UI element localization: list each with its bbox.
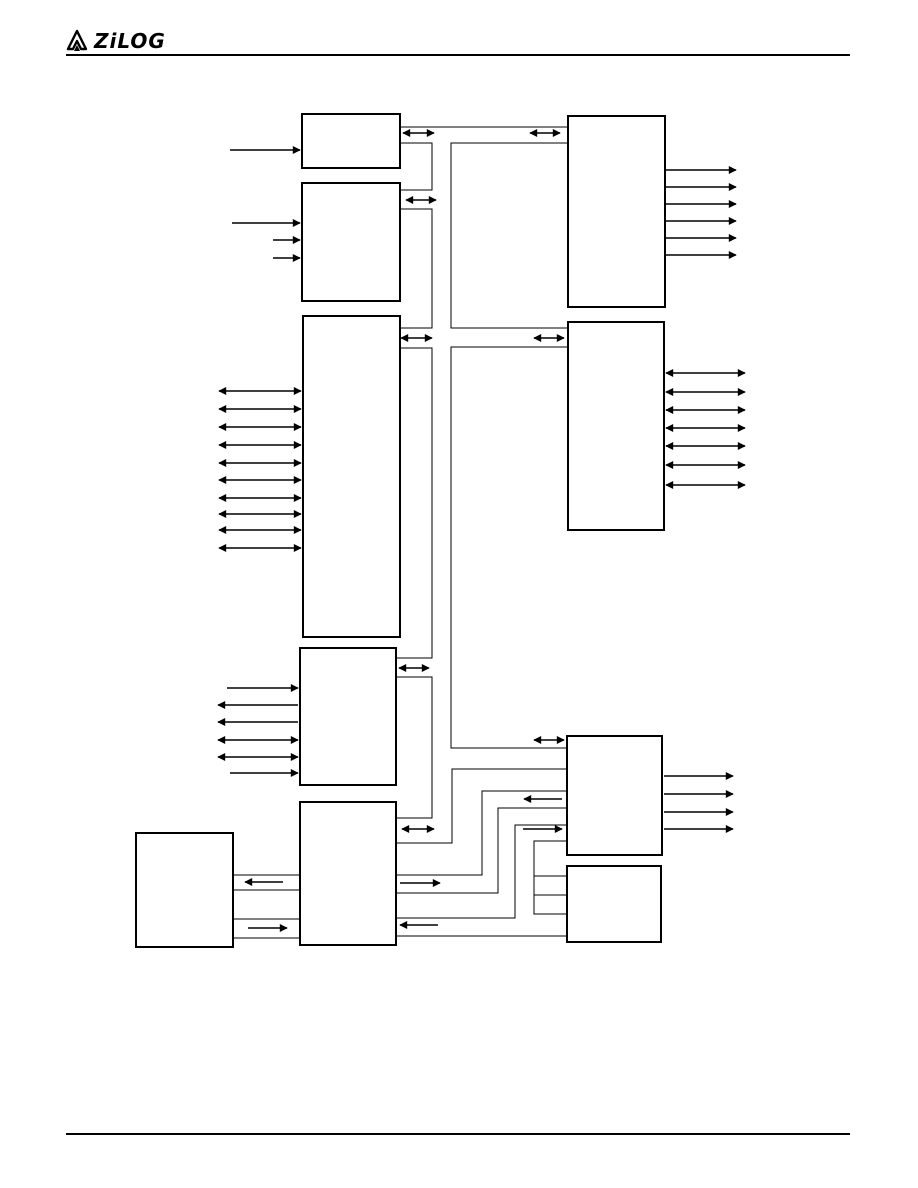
block-lower-right bbox=[566, 735, 663, 856]
block-bottom-center bbox=[299, 801, 397, 946]
bus-line-11 bbox=[396, 824, 567, 919]
bus-line-10 bbox=[396, 807, 567, 894]
bus-line-9 bbox=[396, 790, 567, 876]
bus-line-6 bbox=[450, 142, 568, 329]
block-large-left bbox=[302, 315, 401, 638]
block-top-left-1 bbox=[301, 113, 401, 169]
bus-line-4 bbox=[396, 347, 433, 659]
bus-line-5 bbox=[396, 676, 433, 819]
footer-rule bbox=[66, 1133, 850, 1135]
bus-line-13 bbox=[533, 840, 567, 915]
block-bottom-right bbox=[566, 865, 662, 943]
block-top-left-2 bbox=[301, 182, 401, 302]
zilog-emblem-icon bbox=[66, 29, 88, 51]
block-mid-left bbox=[299, 647, 397, 786]
bus-line-8 bbox=[396, 768, 567, 844]
bus-line-2 bbox=[400, 142, 433, 191]
block-mid-right bbox=[567, 321, 665, 531]
bus-line-3 bbox=[400, 208, 433, 329]
block-far-left bbox=[135, 832, 234, 948]
logo-text: ZiLOG bbox=[94, 29, 166, 53]
header-rule bbox=[66, 54, 850, 56]
bus-line-7 bbox=[450, 346, 568, 749]
header-logo: ZiLOG bbox=[64, 28, 166, 54]
block-top-right bbox=[567, 115, 666, 308]
